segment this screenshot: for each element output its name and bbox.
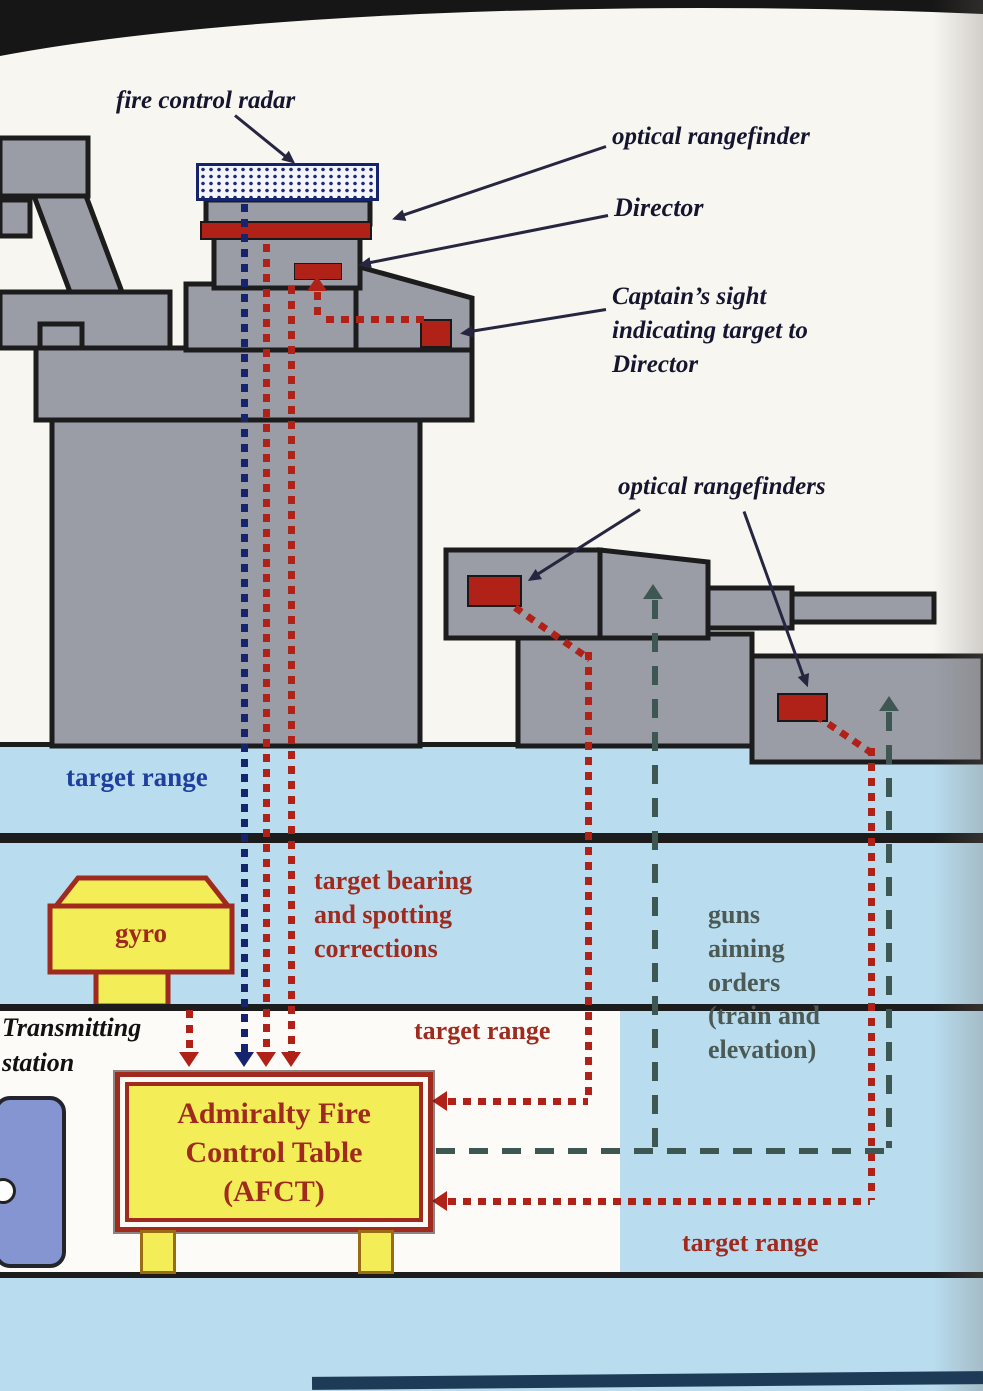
mast-block [0, 135, 91, 199]
aiming-orders-vertical-aft [886, 712, 892, 1148]
mid-deck-line [0, 833, 983, 843]
turret-aft-range-arrow [432, 1191, 447, 1211]
bridge-band [0, 289, 173, 351]
director-wedge [353, 262, 475, 353]
gyro-base [93, 969, 171, 1009]
door-knob [0, 1178, 16, 1204]
director-bearing-arrow-2 [281, 1052, 301, 1067]
tower-platform [33, 345, 475, 423]
captains-sight-label: Captain’s sight indicating target to Dir… [612, 283, 808, 378]
fire-control-radar-label: fire control radar [116, 87, 296, 114]
director-bearing-line-2 [288, 286, 295, 1054]
afct-label: Admiralty Fire Control Table (AFCT) [177, 1096, 371, 1208]
page-top-edge [0, 0, 983, 56]
director-bearing-arrow-1 [256, 1052, 276, 1067]
afct-box: Admiralty Fire Control Table (AFCT) [115, 1072, 433, 1232]
fire-control-radar-antenna [196, 163, 379, 201]
turret-forward-range-arrow [432, 1091, 447, 1111]
optical-rangefinder-label: optical rangefinder [612, 123, 810, 150]
target-bearing-label: target bearing and spotting corrections [314, 866, 473, 963]
aiming-orders-arrow-aft [879, 696, 899, 711]
target-range-deck-label: target range [66, 762, 208, 792]
radar-range-line [241, 204, 248, 1054]
upper-deck-line [0, 742, 983, 747]
side-block [0, 197, 33, 239]
director-housing [211, 233, 363, 291]
turret-aft-range-vertical [868, 748, 875, 1200]
turret-forward-base [515, 631, 755, 749]
gyro-top [50, 875, 234, 909]
funnel [30, 193, 126, 295]
director-label: Director [614, 193, 704, 222]
aiming-orders-vertical-forward [652, 600, 658, 1148]
captains-sight-line-v [314, 292, 321, 320]
turret-aft-range-horizontal [448, 1198, 870, 1205]
target-range-ts-label: target range [414, 1016, 551, 1045]
aiming-orders-arrow-forward [643, 584, 663, 599]
page-top-shadow [0, 0, 983, 56]
turret-forward-range-vertical [585, 652, 592, 1100]
tower-column [49, 417, 423, 749]
optical-rangefinders-label: optical rangefinders [618, 473, 826, 500]
page-right-shade [933, 0, 983, 1391]
radar-range-arrow [234, 1052, 254, 1067]
guns-aiming-label: guns aiming orders (train and elevation) [708, 900, 820, 1065]
gyro-body [47, 903, 235, 975]
captains-sight-box [420, 319, 452, 348]
station-ceiling-line [0, 1004, 983, 1011]
aiming-orders-horizontal [436, 1148, 892, 1154]
director-rangefinder-bar [200, 221, 372, 240]
turret-forward-rangefinder [467, 575, 522, 607]
gyro-feed-arrow [179, 1052, 199, 1067]
afct-leg-left [140, 1230, 176, 1274]
transmitting-station-label: Transmitting station [2, 1013, 142, 1078]
director-bearing-line-1 [263, 244, 270, 1054]
captains-sight-line-h [326, 316, 424, 323]
gun-barrel-thin [789, 591, 937, 625]
gyro-feed-line [186, 1010, 193, 1054]
gyro-label: gyro [115, 918, 167, 948]
turret-forward-range-horizontal [448, 1098, 588, 1105]
captains-sight-arrow [307, 276, 327, 291]
afct-leg-right [358, 1230, 394, 1274]
station-floor-line [0, 1272, 983, 1278]
gun-barrel-thick [705, 585, 795, 631]
target-range-bottom-label: target range [682, 1228, 819, 1257]
